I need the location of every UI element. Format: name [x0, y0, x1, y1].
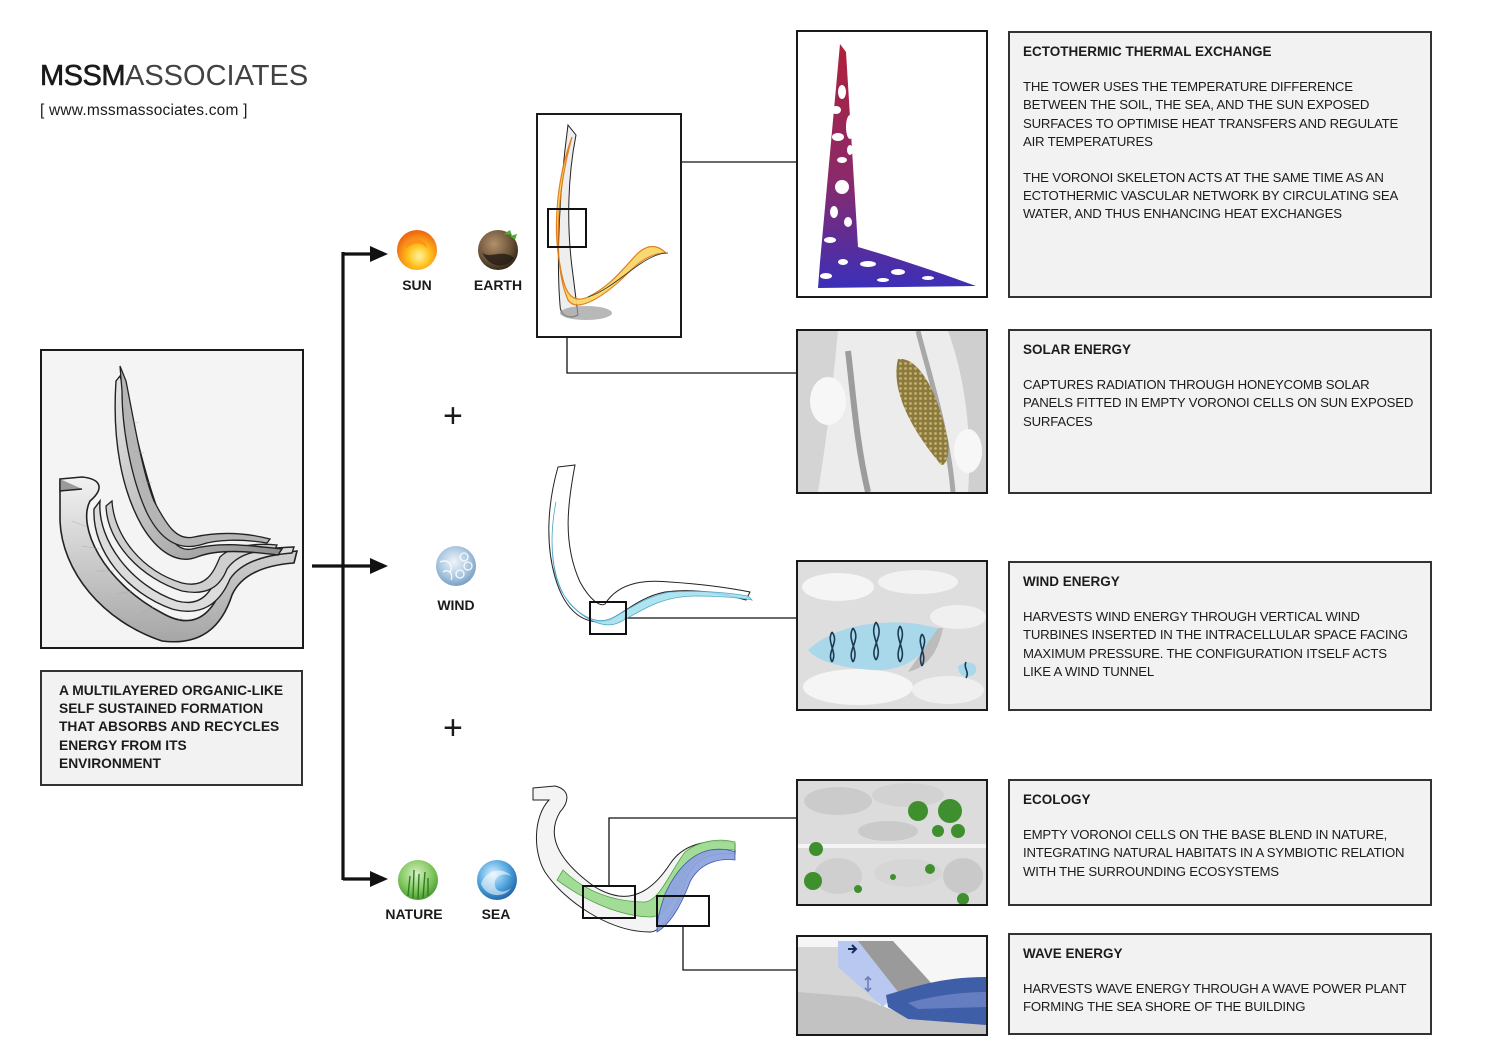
- wind-icon: [436, 546, 476, 586]
- sun-element: [395, 228, 439, 298]
- thermal-exchange-title: ECTOTHERMIC THERMAL EXCHANGE: [1023, 44, 1272, 59]
- ecology-zoom-marker: [582, 885, 636, 919]
- thermal-solar-diagram: [536, 113, 682, 338]
- earth-icon: [478, 230, 518, 270]
- nature-icon: [398, 860, 438, 900]
- thermal-exchange-paragraph-2: THE VORONOI SKELETON ACTS AT THE SAME TI…: [1023, 170, 1398, 222]
- solar-zoom-marker: [547, 208, 587, 248]
- nature-element: [396, 858, 442, 904]
- main-building-render: [40, 349, 304, 649]
- main-caption-box: A MULTILAYERED ORGANIC-LIKE SELF SUSTAIN…: [40, 670, 303, 786]
- thermal-exchange-paragraph-1: THE TOWER USES THE TEMPERATURE DIFFERENC…: [1023, 79, 1399, 149]
- honeycomb-panel-render: [798, 331, 986, 492]
- wind-label: WIND: [437, 597, 475, 613]
- ecology-render: [796, 779, 988, 906]
- wave-energy-title: WAVE ENERGY: [1023, 946, 1123, 961]
- sea-label: SEA: [481, 906, 511, 922]
- wave-energy-paragraph: HARVESTS WAVE ENERGY THROUGH A WAVE POWE…: [1023, 981, 1407, 1015]
- description-thermal-exchange: ECTOTHERMIC THERMAL EXCHANGE THE TOWER U…: [1008, 31, 1432, 298]
- description-wind-energy: WIND ENERGY HARVESTS WIND ENERGY THROUGH…: [1008, 561, 1432, 711]
- arrowhead-wind: [370, 558, 388, 574]
- plus-sign-1: +: [443, 397, 463, 435]
- solar-panel-cell: [896, 358, 949, 465]
- earth-label: EARTH: [473, 277, 523, 293]
- tower-section-yellow: [547, 123, 669, 320]
- solar-energy-title: SOLAR ENERGY: [1023, 342, 1132, 357]
- thermal-exchange-render: [796, 30, 988, 298]
- wind-zoom-marker: [589, 601, 627, 635]
- sun-icon: [397, 230, 437, 270]
- plus-sign-2: +: [443, 709, 463, 747]
- nature-label: NATURE: [385, 906, 443, 922]
- wind-turbine-render: [798, 562, 986, 709]
- sun-label: SUN: [402, 277, 432, 293]
- nature-sea-diagram: [525, 782, 775, 972]
- voronoi-tower-render: [818, 44, 976, 288]
- brand-name-bold: MSSM: [40, 60, 126, 92]
- brand-url[interactable]: [ www.mssmassociates.com ]: [40, 102, 248, 119]
- building-layers-illustration: [59, 365, 299, 643]
- wind-element: [434, 544, 480, 590]
- description-ecology: ECOLOGY EMPTY VORONOI CELLS ON THE BASE …: [1008, 779, 1432, 906]
- solar-energy-render: [796, 329, 988, 494]
- flow-tree: [312, 252, 384, 881]
- wind-energy-paragraph: HARVESTS WIND ENERGY THROUGH VERTICAL WI…: [1023, 609, 1408, 679]
- earth-element: [476, 226, 522, 272]
- sea-icon: [477, 860, 517, 900]
- brand-logo: MSSMASSOCIATES: [40, 60, 309, 92]
- wave-energy-render: [796, 935, 988, 1036]
- arrowhead-nature-sea: [370, 871, 388, 887]
- brand-name-thin: ASSOCIATES: [125, 60, 309, 92]
- ecology-title: ECOLOGY: [1023, 792, 1091, 807]
- wave-power-plant-render: [798, 937, 986, 1034]
- wind-section-blue: [548, 464, 754, 635]
- base-section-green-blue: [532, 785, 736, 933]
- solar-energy-paragraph: CAPTURES RADIATION THROUGH HONEYCOMB SOL…: [1023, 377, 1414, 429]
- arrowhead-sun-earth: [370, 246, 388, 262]
- wave-zoom-marker: [656, 895, 710, 927]
- wind-energy-render: [796, 560, 988, 711]
- sea-element: [475, 858, 521, 904]
- ecology-paragraph: EMPTY VORONOI CELLS ON THE BASE BLEND IN…: [1023, 827, 1405, 879]
- wind-energy-title: WIND ENERGY: [1023, 574, 1120, 589]
- description-wave-energy: WAVE ENERGY HARVESTS WAVE ENERGY THROUGH…: [1008, 933, 1432, 1035]
- wind-diagram: [540, 462, 780, 642]
- main-caption-text: A MULTILAYERED ORGANIC-LIKE SELF SUSTAIN…: [59, 683, 284, 771]
- habitat-cells-render: [798, 781, 986, 904]
- description-solar-energy: SOLAR ENERGY CAPTURES RADIATION THROUGH …: [1008, 329, 1432, 494]
